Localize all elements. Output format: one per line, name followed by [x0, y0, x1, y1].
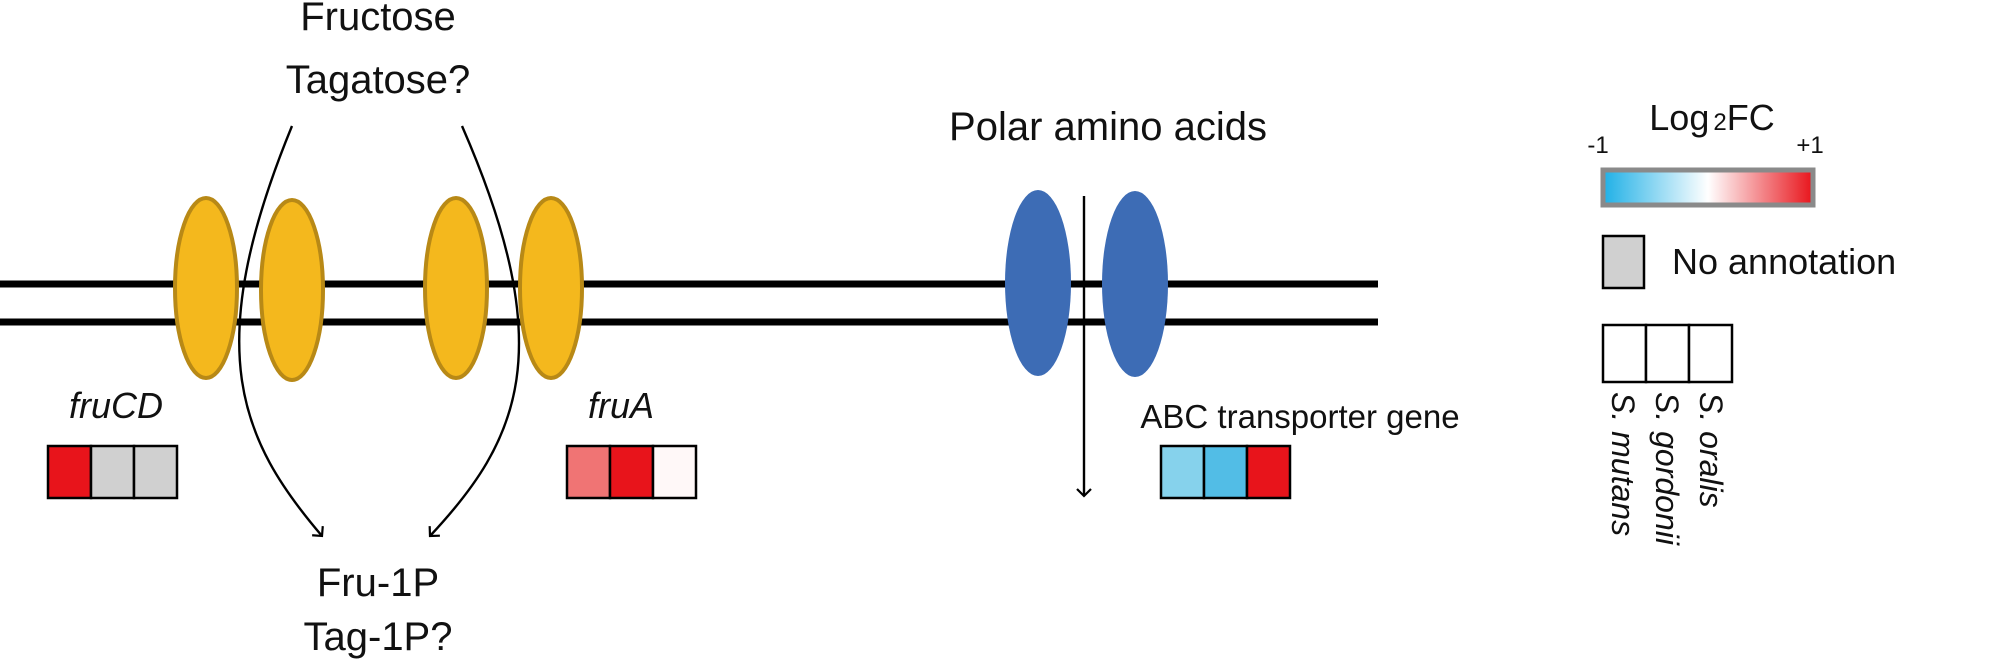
substrate-label-tagatose: Tagatose?: [286, 58, 471, 102]
fru-channel-2: [259, 198, 325, 382]
product-label-tag1p: Tag-1P?: [304, 615, 453, 659]
heatmap-cell: [608, 444, 655, 500]
fru-channel-1: [173, 196, 239, 380]
heatmap-cell: [89, 444, 136, 500]
heatmap-cell: [1245, 444, 1292, 500]
heatmap-cell: [651, 444, 698, 500]
gene-label-frucd: fruCD: [69, 385, 163, 426]
fructose-arrow-right: [428, 125, 521, 538]
legend-max-label: +1: [1796, 132, 1823, 159]
abc-channel-1: [1005, 190, 1071, 376]
heatmap-cell: [132, 444, 179, 500]
species-label-gordonii: S. gordonii: [1649, 392, 1685, 546]
heatmap-abc: [1159, 444, 1292, 500]
fructose-transporter: [173, 196, 584, 382]
heatmap-frua: [565, 444, 698, 500]
species-key-cell: [1644, 323, 1691, 384]
heatmap-frucd: [46, 444, 179, 500]
heatmap-cell: [1202, 444, 1249, 500]
abc-transporter: [1005, 190, 1168, 377]
substrate-label-fructose: Fructose: [300, 0, 456, 39]
heatmap-cell: [565, 444, 612, 500]
gene-label-abc: ABC transporter gene: [1140, 398, 1459, 435]
fru-channel-3: [423, 196, 489, 380]
abc-channel-2: [1102, 191, 1168, 377]
legend-min-label: -1: [1587, 132, 1608, 159]
color-scale-bar: [1600, 167, 1816, 208]
product-label-fru1p: Fru-1P: [317, 561, 439, 605]
species-label-oralis: S. oralis: [1693, 392, 1729, 508]
species-label-mutans: S. mutans: [1605, 392, 1641, 536]
no-annotation-swatch: [1601, 234, 1646, 290]
gene-label-frua: fruA: [588, 385, 654, 426]
no-annotation-label: No annotation: [1672, 241, 1896, 282]
fru-channel-4: [518, 196, 584, 380]
heatmap-cell: [46, 444, 93, 500]
heatmap-cell: [1159, 444, 1206, 500]
fructose-arrow-left: [238, 125, 324, 538]
species-key-cell: [1601, 323, 1648, 384]
species-key-cell: [1687, 323, 1734, 384]
polar-amino-acids-label: Polar amino acids: [949, 105, 1267, 149]
